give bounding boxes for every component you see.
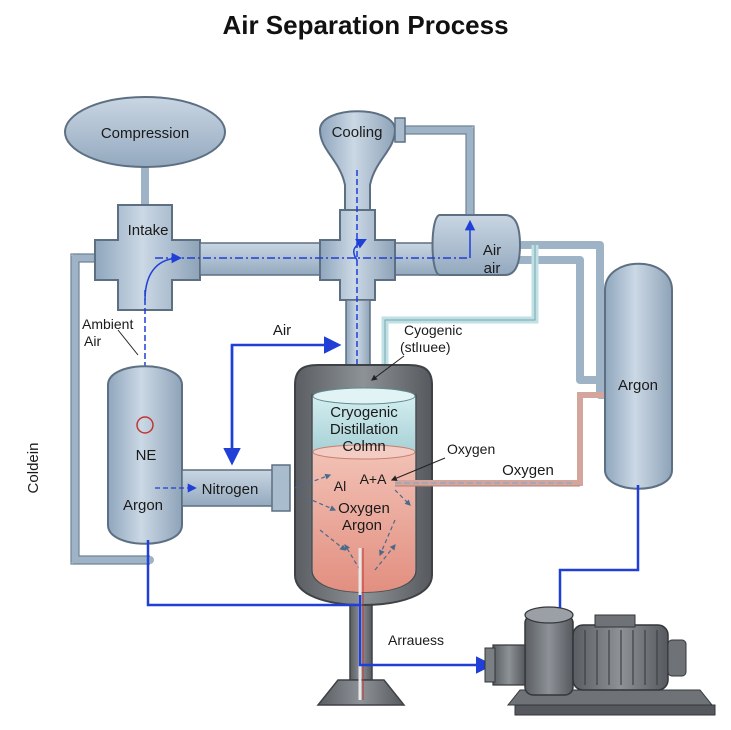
intake-manifold: Intake — [94, 204, 201, 311]
cyogenic-label-1: Cyogenic — [404, 322, 462, 338]
column-label-3: Colmn — [342, 438, 385, 455]
oxygen-leader — [390, 457, 446, 481]
column-label-2: Distillation — [330, 421, 398, 438]
cooling-unit: Cooling — [318, 110, 406, 216]
air-label-2: air — [484, 260, 501, 277]
air-flow-arrow: Air — [223, 322, 342, 466]
oxygen-callout-label: Oxygen — [447, 441, 495, 457]
air-label-1: Air — [483, 242, 501, 259]
nitrogen-pipe: Nitrogen — [155, 464, 291, 512]
oxygen-inner-label: Oxygen — [338, 500, 390, 517]
cyogenic-leader — [371, 355, 405, 381]
compression-label: Compression — [101, 125, 189, 142]
argon-vessel-right: Argon — [604, 262, 673, 490]
oxygen-line-label: Oxygen — [502, 462, 554, 479]
cooling-label: Cooling — [332, 124, 383, 141]
intake-label: Intake — [128, 222, 169, 239]
argon-left-label: Argon — [123, 497, 163, 514]
pump-motor — [484, 606, 716, 716]
cyogenic-label-2: (stlıuee) — [400, 339, 451, 355]
argon-vessel-left: NE Argon — [107, 365, 183, 545]
nitrogen-label: Nitrogen — [202, 481, 259, 498]
air-arrow-label: Air — [273, 322, 291, 339]
ambient-leader — [117, 329, 139, 356]
flow-lines — [144, 170, 476, 440]
argon-right-label: Argon — [618, 377, 658, 394]
compression-vessel: Compression — [64, 96, 226, 168]
arrauess-label: Arrauess — [388, 632, 444, 648]
argon-inner-label: Argon — [342, 517, 382, 534]
page-title: Air Separation Process — [222, 10, 509, 40]
a-a-label: A+A — [360, 471, 388, 487]
ai-label: Al — [334, 478, 346, 494]
ambient-label-1: Ambient — [82, 316, 133, 332]
piping — [71, 126, 624, 564]
distillation-column: Cryogenic Distillation Colmn Al A+A Oxyg… — [294, 364, 433, 706]
air-receiver: Air air — [431, 214, 522, 277]
oxygen-line: Oxygen — [395, 392, 620, 487]
ne-label: NE — [136, 447, 157, 464]
ambient-label-2: Air — [84, 333, 101, 349]
bottom-flow-lines — [146, 485, 640, 674]
column-label-1: Cryogenic — [330, 404, 398, 421]
coldein-label: Coldein — [25, 443, 42, 494]
